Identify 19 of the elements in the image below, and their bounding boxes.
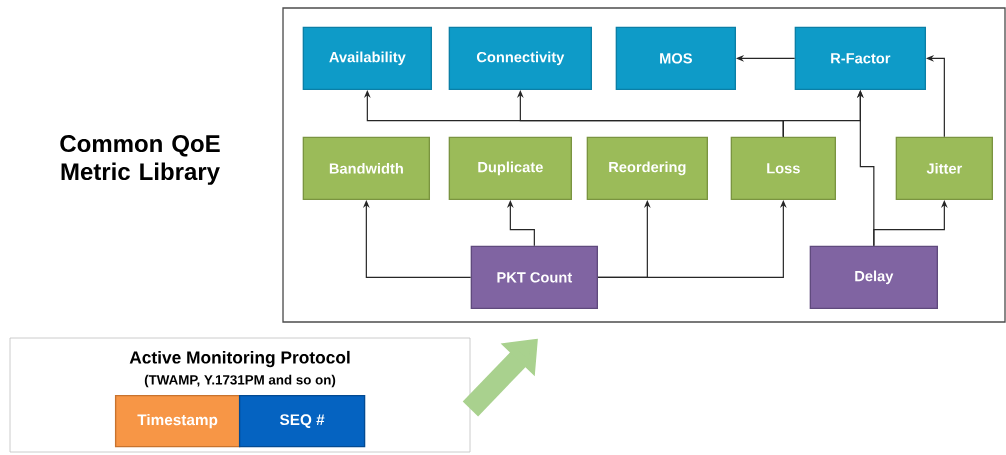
protocol-subtitle: (TWAMP, Y.1731PM and so on) (144, 374, 336, 388)
library-heading: Common QoE Metric Library (60, 135, 220, 185)
measure-box: Delay (809, 245, 938, 309)
measure-box: PKT Count (470, 245, 598, 309)
metric-box: R-Factor (794, 26, 926, 90)
metric-box: Availability (302, 26, 432, 90)
metric-box: Duplicate (448, 136, 572, 200)
metric-box: Bandwidth (302, 136, 430, 200)
metric-box: Reordering (586, 136, 708, 200)
metric-box: MOS (615, 26, 736, 90)
field-box: SEQ # (238, 394, 366, 448)
arrow (506, 200, 535, 247)
field-box: Timestamp (114, 394, 241, 448)
metric-box: Jitter (895, 136, 993, 200)
metric-box: Loss (730, 136, 836, 200)
library-frame (282, 7, 1006, 323)
arrow (362, 200, 472, 278)
metric-box: Connectivity (448, 26, 592, 90)
protocol-title: Active Monitoring Protocol (129, 350, 350, 368)
